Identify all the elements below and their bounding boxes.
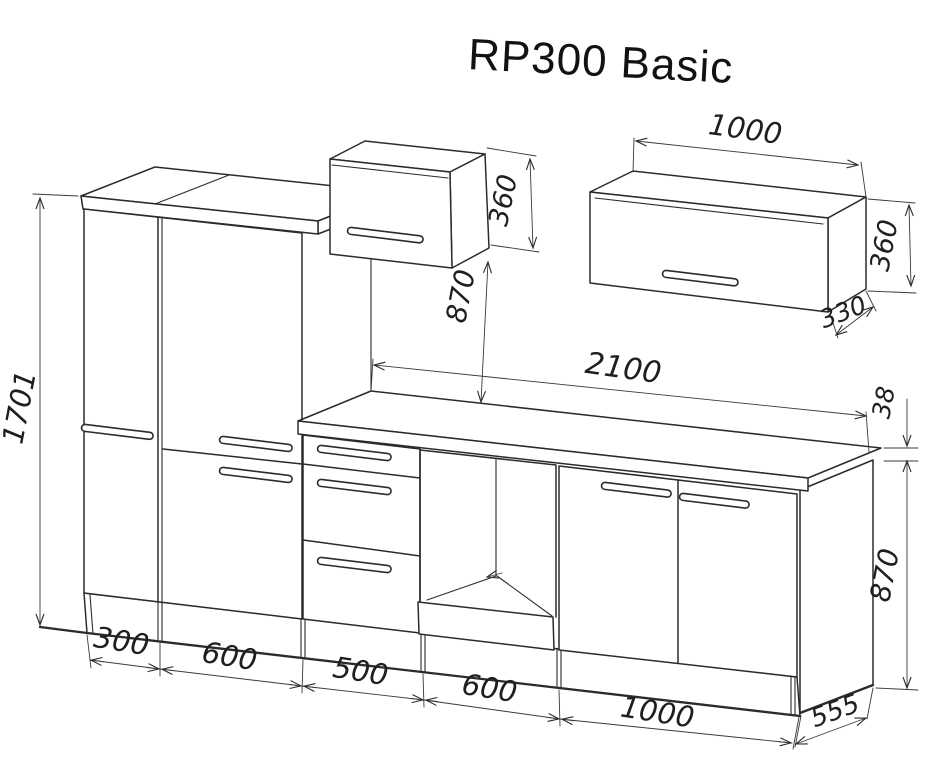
drawer-handle-2 — [316, 478, 392, 496]
dim-label-width-300: 300 — [92, 620, 152, 662]
drawer-unit-500 — [302, 434, 421, 634]
dim-wall-right-height: 360 — [865, 198, 917, 294]
tall-cabinet-unit — [80, 203, 372, 620]
dim-total-height: 1701 — [0, 193, 79, 627]
cavity-bottom-panel — [417, 601, 555, 651]
wall-cabinet-center — [329, 140, 490, 269]
door-handle-tall-600-upper — [218, 435, 293, 453]
dim-label-wall-center-360: 360 — [483, 172, 524, 229]
dim-label-wall-width-1000: 1000 — [706, 107, 784, 151]
door-handle-base-right — [678, 492, 750, 509]
dim-label-total-height: 1701 — [0, 368, 43, 447]
door-handle-wall-center — [346, 226, 424, 244]
door-handle-tall-600-lower — [218, 466, 293, 484]
ground-line — [38, 625, 802, 718]
base-cabinet-1000 — [558, 465, 798, 678]
dim-label-width-600-left: 600 — [200, 635, 260, 677]
cavity-floor-left-edge — [426, 575, 497, 601]
drawer-handle-1 — [316, 444, 392, 462]
dim-label-width-500: 500 — [331, 650, 391, 692]
dim-label-width-600-right: 600 — [460, 667, 520, 709]
dim-wall-clearance: 870 — [439, 260, 492, 404]
door-handle-tall-300 — [80, 423, 154, 441]
dim-label-thickness-38: 38 — [866, 384, 901, 421]
door-handle-wall-right — [661, 269, 739, 287]
drawer-divider-2 — [302, 539, 421, 557]
drawer-divider-1 — [302, 463, 421, 479]
top-panel-seam — [154, 174, 230, 205]
dim-worktop-thickness: 38 — [866, 384, 919, 462]
tall-600-door-split — [162, 448, 303, 465]
dim-wall-center-height: 360 — [483, 147, 540, 253]
cavity-floor-right-edge — [496, 575, 553, 617]
wall-cabinet-right — [589, 170, 867, 313]
drawer-handle-3 — [316, 556, 392, 574]
oven-cavity-600 — [417, 449, 561, 651]
dim-label-clearance-870: 870 — [439, 267, 482, 326]
base-side-panel — [798, 459, 875, 715]
dim-label-worktop-2100: 2100 — [583, 346, 663, 391]
drawing-title: RP300 Basic — [467, 30, 735, 93]
dim-bottom-chain: 300 600 500 600 1000 — [86, 620, 800, 750]
dim-label-wall-height-360: 360 — [865, 217, 905, 274]
plinth — [38, 592, 802, 718]
door-handle-base-left — [600, 481, 672, 498]
